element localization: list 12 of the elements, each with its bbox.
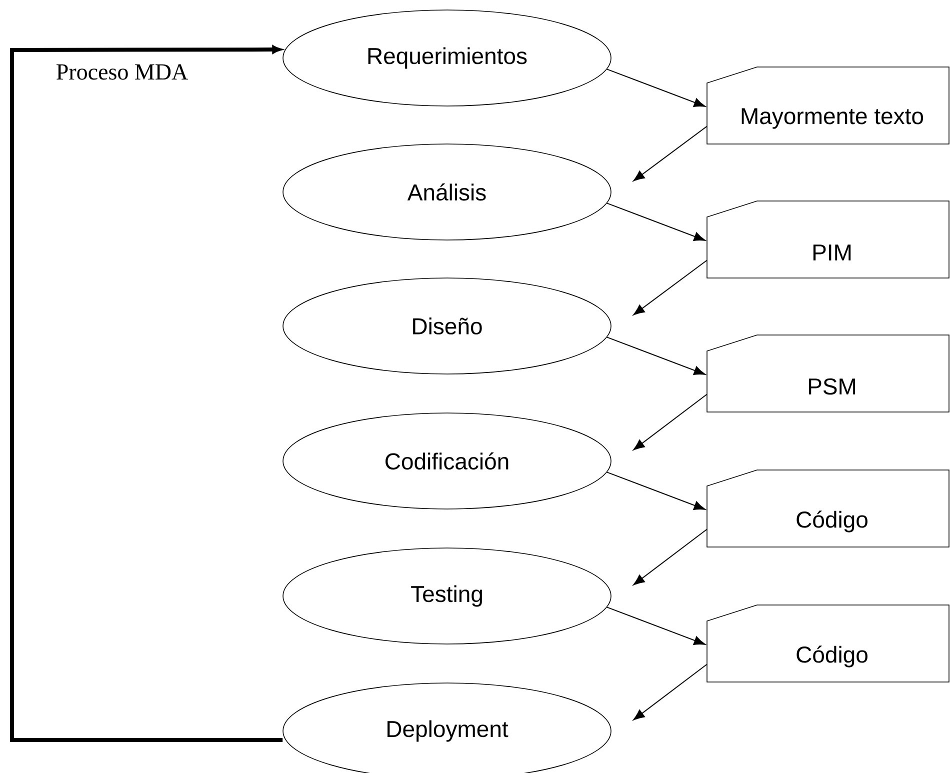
arrow (633, 260, 708, 316)
arrow (606, 336, 706, 375)
arrow (606, 472, 706, 510)
arrow (606, 68, 706, 107)
arrow (633, 528, 708, 586)
arrow (606, 202, 706, 241)
arrow (633, 664, 708, 720)
arrow (606, 606, 706, 645)
arrow (633, 394, 708, 450)
arrow (633, 126, 708, 182)
edge-label: Proceso MDA (56, 64, 188, 80)
loop-arrow (10, 46, 283, 742)
